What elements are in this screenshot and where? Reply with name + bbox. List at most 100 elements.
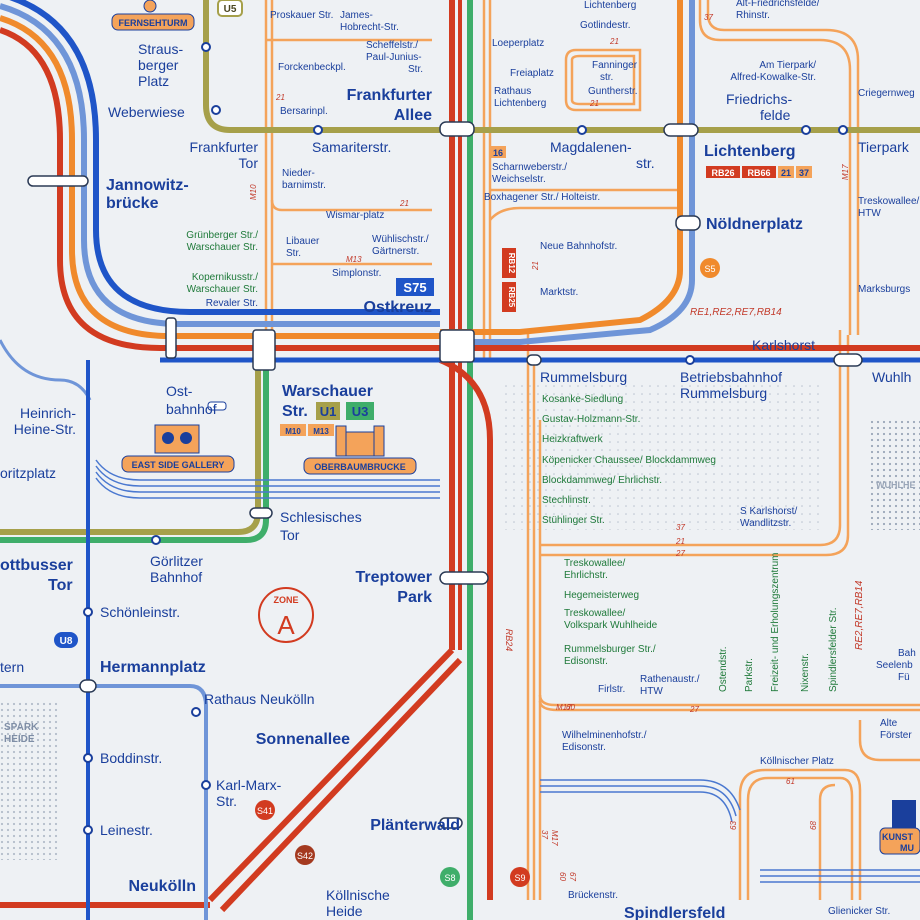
tram-guntherstr: Guntherstr. bbox=[588, 86, 637, 97]
station-spindlersfeld: Spindlersfeld bbox=[624, 905, 725, 920]
route-27-a: 27 bbox=[675, 549, 685, 558]
tram-simplon: Simplonstr. bbox=[332, 268, 381, 279]
park-heide-2: HEIDE bbox=[4, 734, 35, 745]
tram-treskow-htw-1: Treskowallee/ bbox=[858, 196, 920, 207]
mu-label: MU bbox=[900, 843, 914, 853]
route-21-c: 21 bbox=[609, 37, 619, 46]
station-noeldnerplatz: Nöldnerplatz bbox=[706, 216, 803, 233]
tram-scharnweber-2: Weichselstr. bbox=[492, 174, 546, 185]
station-treptower-2: Park bbox=[397, 589, 432, 606]
ring-right bbox=[440, 0, 695, 345]
oberbaumbruecke-label: OBERBAUMBRUCKE bbox=[314, 462, 406, 472]
dotted-area-3 bbox=[0, 700, 60, 860]
river-lines bbox=[95, 459, 920, 883]
tram-alte-foerster-1: Alte bbox=[880, 718, 898, 729]
badges bbox=[54, 0, 812, 887]
station-goerlitzer-1: Görlitzer bbox=[150, 553, 203, 569]
badge-m10: M10 bbox=[285, 427, 301, 436]
badge-u8: U8 bbox=[60, 636, 73, 647]
station-dots bbox=[83, 42, 848, 835]
tram-treskow-ehrlich-1: Treskowallee/ bbox=[564, 558, 626, 569]
tram-gruenberger-1: Grünberger Str./ bbox=[186, 230, 258, 241]
tram-hegemeister: Hegemeisterweg bbox=[564, 590, 639, 601]
station-ostbahnhof-1: Ost- bbox=[166, 383, 193, 399]
station-koellnische-1: Köllnische bbox=[326, 887, 390, 903]
badge-rb26: RB26 bbox=[711, 168, 734, 178]
route-m10: M10 bbox=[249, 184, 258, 200]
stadtbahn-bundle bbox=[0, 0, 920, 351]
tram-brueckenstr: Brückenstr. bbox=[568, 890, 618, 901]
station-frankfurter-allee-2: Allee bbox=[394, 107, 432, 124]
tram-s-karlshorst-1: S Karlshorst/ bbox=[740, 506, 797, 517]
badge-u3: U3 bbox=[352, 404, 369, 419]
station-friedrichsfelde-1: Friedrichs- bbox=[726, 91, 792, 107]
station-rathaus-neukoelln: Rathaus Neukölln bbox=[204, 691, 315, 707]
tram-niederbarnim-1: Nieder- bbox=[282, 168, 315, 179]
badge-s9: S9 bbox=[514, 873, 525, 883]
station-schlesisches-1: Schlesisches bbox=[280, 509, 362, 525]
tram-alt-friedrichsfelde-2: Rhinstr. bbox=[736, 10, 770, 21]
station-schlesisches-2: Tor bbox=[280, 527, 300, 543]
tram-freiaplatz: Freiaplatz bbox=[510, 68, 554, 79]
station-strausberger-1: Straus- bbox=[138, 41, 183, 57]
station-treptower-1: Treptower bbox=[356, 569, 432, 586]
station-lichtenberg: Lichtenberg bbox=[704, 143, 796, 160]
station-rummelsburg: Rummelsburg bbox=[540, 369, 627, 385]
station-jannowitz-2: brücke bbox=[106, 195, 159, 212]
green-line-left bbox=[0, 340, 269, 543]
badge-s42: S42 bbox=[297, 851, 313, 861]
station-warschauer-1: Warschauer bbox=[282, 383, 373, 400]
tram-libauer-1: Libauer bbox=[286, 236, 320, 247]
tram-freizeit: Freizeit- und Erholungszentrum bbox=[770, 552, 781, 692]
badge-s75: S75 bbox=[403, 280, 426, 295]
tram-wismar: Wismar-platz bbox=[326, 210, 384, 221]
tram-libauer-2: Str. bbox=[286, 248, 301, 259]
station-frankfurter-tor-1: Frankfurter bbox=[190, 139, 259, 155]
east-side-gallery-label: EAST SIDE GALLERY bbox=[132, 460, 225, 470]
station-tierpark: Tierpark bbox=[858, 139, 910, 155]
tram-rummelsburger-1: Rummelsburger Str./ bbox=[564, 644, 656, 655]
route-21-a: 21 bbox=[275, 93, 285, 102]
tram-gustav: Gustav-Holzmann-Str. bbox=[542, 414, 640, 425]
tram-koepenicker: Köpenicker Chaussee/ Blockdammweg bbox=[542, 455, 716, 466]
station-karl-marx-2: Str. bbox=[216, 793, 237, 809]
badge-rb66: RB66 bbox=[747, 168, 770, 178]
tram-wuehlisch-1: Wühlischstr./ bbox=[372, 234, 429, 245]
tram-bahn-seelenb-2: Seelenb bbox=[876, 660, 913, 671]
station-magdalenenstr-1: Magdalenen- bbox=[550, 139, 632, 155]
station-plaenterwald: Plänterwald bbox=[370, 817, 460, 834]
station-jannowitz-1: Jannowitz- bbox=[106, 177, 189, 194]
station-schoenleinstr: Schönleinstr. bbox=[100, 604, 180, 620]
tram-rathenau-1: Rathenaustr./ bbox=[640, 674, 700, 685]
regional-label-top: RE1,RE2,RE7,RB14 bbox=[690, 307, 782, 318]
route-m17-c: M17 bbox=[550, 830, 559, 846]
tram-lines bbox=[264, 0, 920, 900]
zone-a-circle bbox=[258, 587, 314, 643]
badge-37: 37 bbox=[799, 168, 809, 178]
route-63: 63 bbox=[729, 821, 738, 830]
tram-rathaus-lichtenberg-1: Rathaus bbox=[494, 86, 531, 97]
station-moritzplatz: oritzplatz bbox=[0, 465, 56, 481]
tram-criegern: Criegernweg bbox=[858, 88, 915, 99]
red-ring-3 bbox=[219, 657, 463, 913]
tram-kopernikus-2: Warschauer Str. bbox=[187, 284, 258, 295]
tram-rathaus-lichtenberg-2: Lichtenberg bbox=[494, 98, 546, 109]
tram-glienicker: Glienicker Str. bbox=[828, 906, 890, 917]
tram-scharnweber-1: Scharnweberstr./ bbox=[492, 162, 567, 173]
station-wuhlheide: Wuhlh bbox=[872, 369, 911, 385]
tram-bersarin: Bersarinpl. bbox=[280, 106, 328, 117]
route-21-e: 21 bbox=[675, 537, 685, 546]
park-heide-1: SPARK bbox=[4, 722, 39, 733]
route-37-a: 37 bbox=[704, 13, 713, 22]
major-labels: Frankfurter Allee Jannowitz- brücke Ostk… bbox=[0, 87, 803, 895]
station-goerlitzer-2: Bahnhof bbox=[150, 569, 202, 585]
route-21-b: 21 bbox=[399, 199, 409, 208]
route-37-b: 37 bbox=[676, 523, 685, 532]
tram-neue-bahnhof: Neue Bahnhofstr. bbox=[540, 241, 617, 252]
station-hermannplatz: Hermannplatz bbox=[100, 659, 206, 676]
red-ring-2 bbox=[207, 647, 455, 903]
tram-bahn-seelenb-3: Fü bbox=[898, 672, 910, 683]
route-m17-a: M17 bbox=[841, 164, 850, 180]
badge-s5: S5 bbox=[704, 264, 715, 274]
